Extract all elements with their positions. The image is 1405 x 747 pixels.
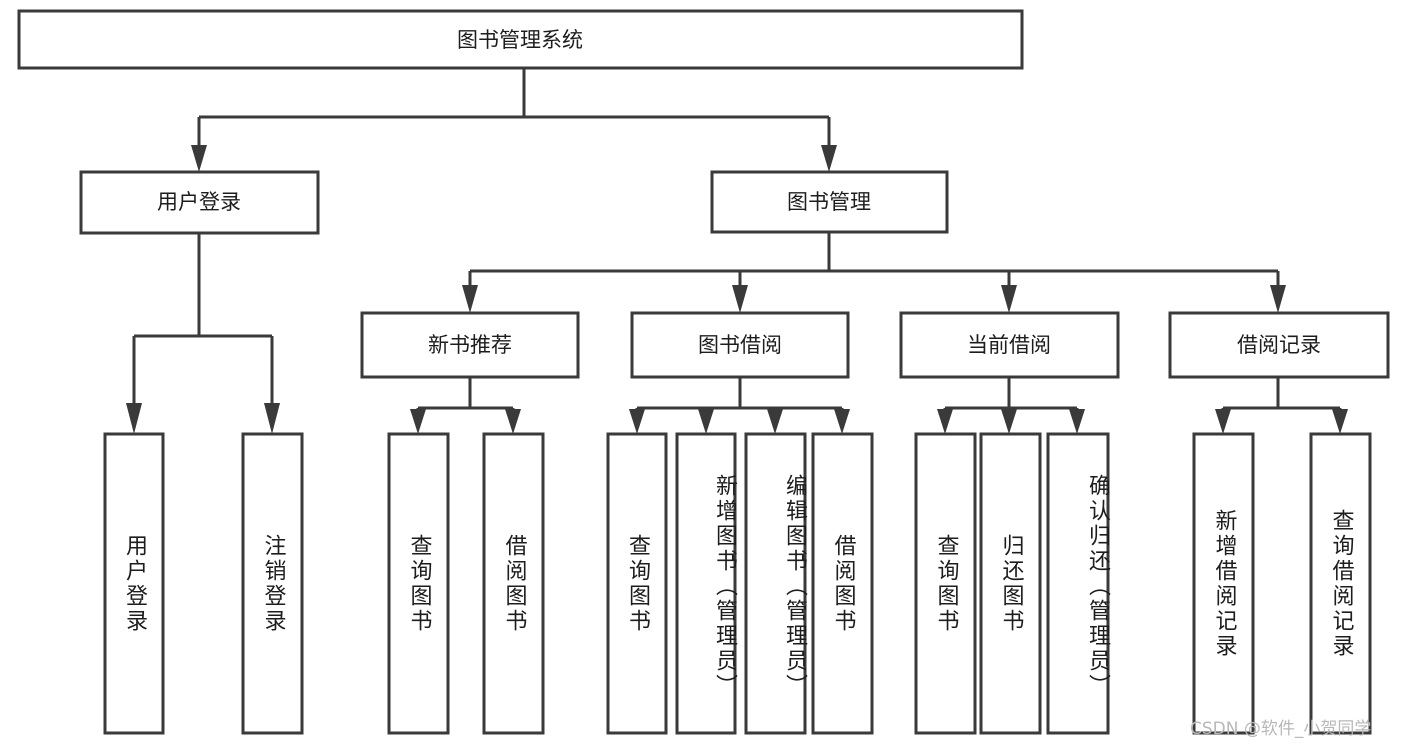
node-book-borrow-label: 图书借阅 [698, 333, 782, 357]
leaf-rect-edit-book[interactable] [744, 432, 807, 735]
leaf-rect-add-record[interactable] [1192, 432, 1255, 735]
node-current-borrow-label: 当前借阅 [967, 333, 1051, 357]
leaf-rect-return-book[interactable] [979, 432, 1042, 735]
connector-root-to-level2 [191, 68, 837, 172]
node-new-book-recommend-label: 新书推荐 [428, 333, 512, 357]
node-root-label: 图书管理系统 [457, 28, 583, 52]
node-borrow-record-label: 借阅记录 [1237, 333, 1321, 357]
connector-current-borrow-to-leaves [937, 377, 1085, 434]
node-user-login[interactable]: 用户登录 [79, 170, 320, 235]
leaf-rect-logout-login[interactable] [241, 432, 304, 735]
node-book-borrow[interactable]: 图书借阅 [630, 311, 850, 379]
node-borrow-record[interactable]: 借阅记录 [1168, 311, 1390, 379]
connector-borrow-record-to-leaves [1215, 377, 1348, 434]
leaf-rect-query-record[interactable] [1309, 432, 1372, 735]
connector-book-management-to-level3 [462, 232, 1286, 313]
node-root[interactable]: 图书管理系统 [17, 9, 1024, 70]
connector-new-book-recommend-to-leaves [410, 377, 521, 434]
connector-book-borrow-to-leaves [629, 377, 850, 434]
leaf-rect-query-book-1[interactable] [387, 432, 450, 735]
watermark: CSDN @软件_小贺同学 [1190, 719, 1372, 739]
leaf-rect-add-book[interactable] [675, 432, 737, 735]
node-book-management-label: 图书管理 [787, 190, 871, 214]
node-user-login-label: 用户登录 [157, 190, 241, 214]
node-new-book-recommend[interactable]: 新书推荐 [360, 311, 580, 379]
node-current-borrow[interactable]: 当前借阅 [899, 311, 1120, 379]
leaf-rect-query-book-3[interactable] [914, 432, 977, 735]
leaf-rect-query-book-2[interactable] [606, 432, 668, 735]
leaf-rect-borrow-book-2[interactable] [811, 432, 874, 735]
connector-user-login-to-leaves [126, 233, 280, 434]
node-book-management[interactable]: 图书管理 [710, 170, 949, 234]
leaf-rect-borrow-book-1[interactable] [482, 432, 545, 735]
leaf-rect-user-login[interactable] [103, 432, 165, 735]
leaf-rect-confirm-return[interactable] [1046, 432, 1110, 735]
